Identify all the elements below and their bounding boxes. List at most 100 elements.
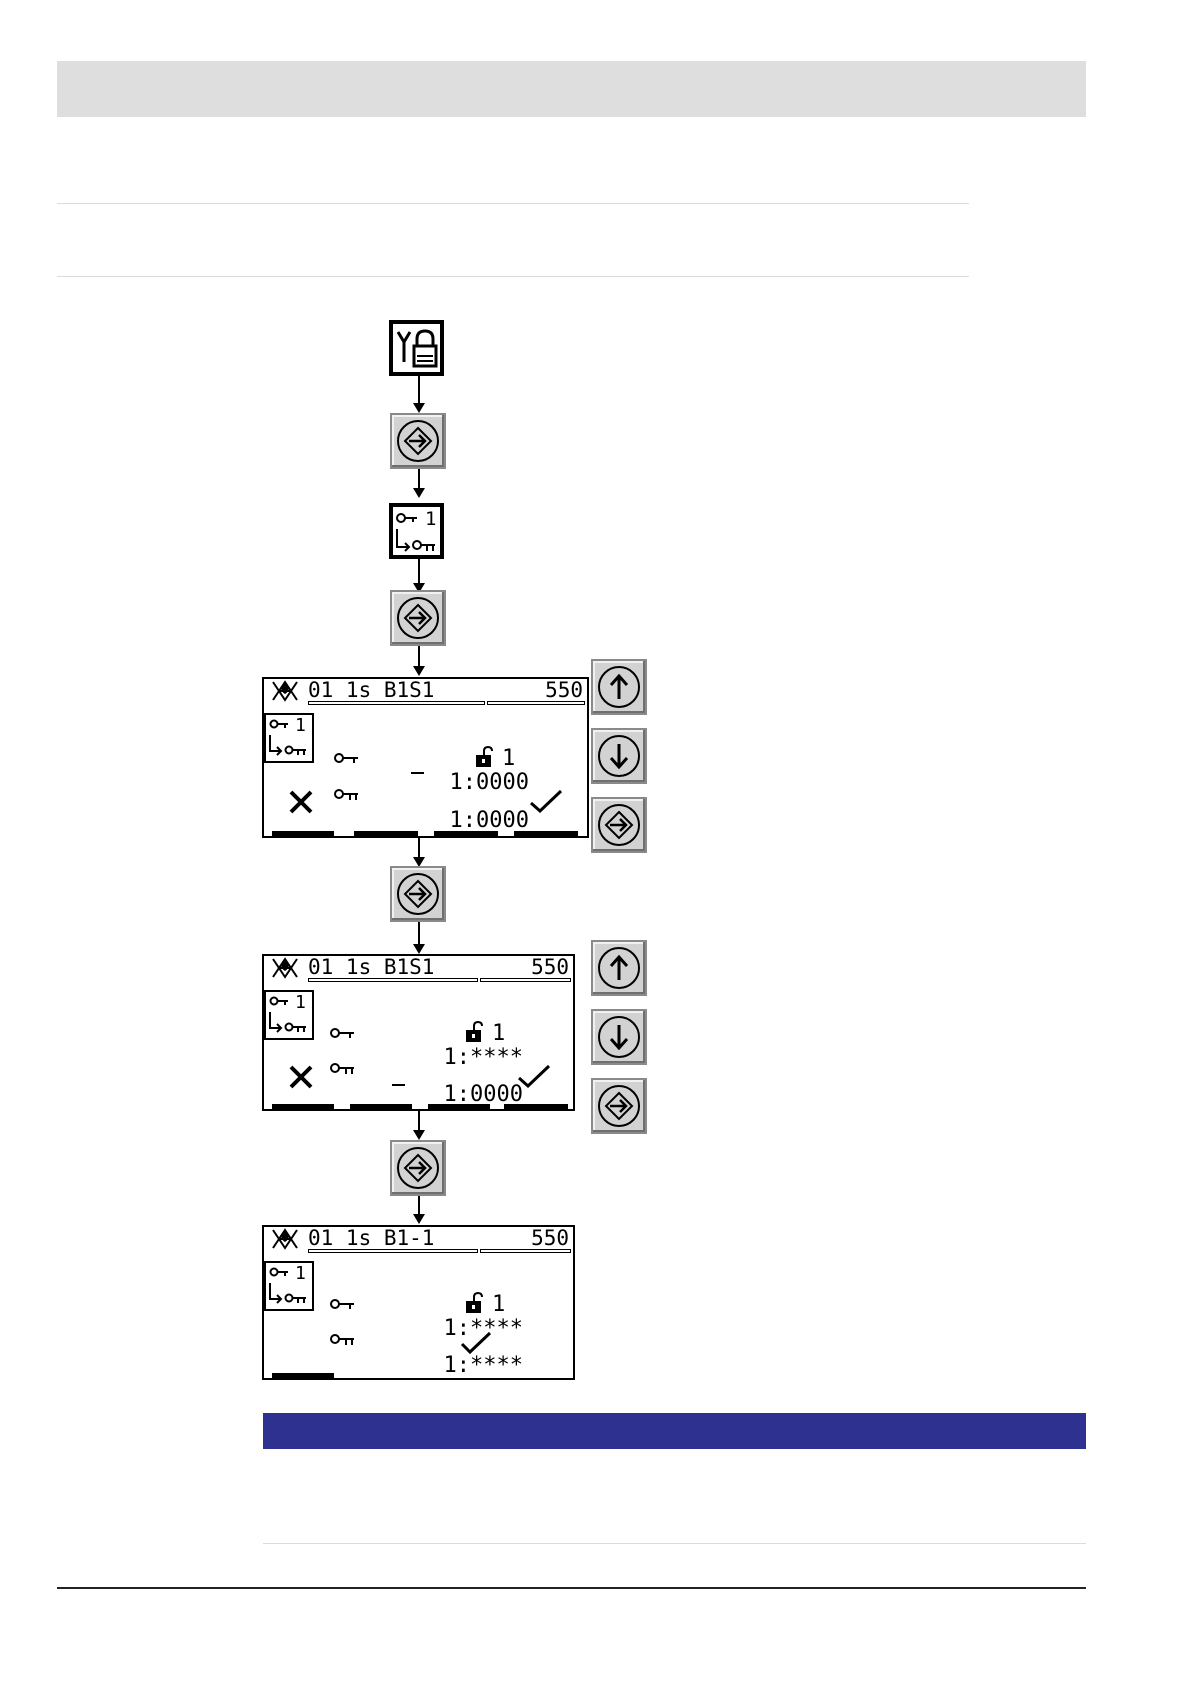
code-index: 1: (449, 808, 476, 833)
unlocked-padlock-icon (464, 1292, 486, 1314)
status-bar (480, 978, 571, 982)
down-arrow-icon (607, 742, 631, 770)
key-icon (334, 751, 360, 767)
new-password-line: 1:0000 (364, 1059, 523, 1131)
enter-button[interactable] (390, 866, 446, 922)
key-icon (330, 1026, 356, 1042)
connector (418, 1196, 420, 1216)
new-key-icon (330, 1334, 356, 1350)
cancel-icon[interactable] (288, 789, 314, 815)
enter-button[interactable] (591, 797, 647, 853)
connector-arrowhead (413, 403, 425, 413)
enter-key-circle (397, 597, 439, 639)
key-change-icon: 1 (266, 715, 312, 761)
key-icon (330, 1297, 356, 1313)
up-button[interactable] (591, 940, 647, 996)
enter-key-circle (598, 1085, 640, 1127)
lcd-title-right: 550 (545, 679, 583, 701)
up-arrow-icon (607, 673, 631, 701)
new-key-icon (334, 789, 360, 805)
enter-button[interactable] (591, 1078, 647, 1134)
down-key-circle (598, 1016, 640, 1058)
key-change-icon: 1 (266, 1263, 312, 1309)
cancel-icon[interactable] (288, 1064, 314, 1090)
connector (418, 376, 420, 406)
enter-key-circle (397, 420, 439, 462)
enter-button[interactable] (390, 1140, 446, 1196)
up-key-circle (598, 666, 640, 708)
enter-arrow-icon (604, 810, 634, 840)
enter-arrow-icon (403, 426, 433, 456)
enter-arrow-icon (403, 1153, 433, 1183)
new-password-input: **** (470, 1353, 523, 1378)
softkey-bar (272, 831, 334, 836)
lcd-title-right: 550 (531, 956, 569, 978)
down-key-circle (598, 735, 640, 777)
menu-icon-digit: 1 (425, 508, 436, 530)
key-change-icon-small: 1 (264, 1261, 314, 1311)
up-key-circle (598, 947, 640, 989)
lcd-screen-2: 01 1s B1S1 550 1 1:**** 1 (262, 954, 575, 1111)
enter-arrow-icon (604, 1091, 634, 1121)
lcd-title-left: 01 1s B1-1 (308, 1227, 434, 1249)
connector-arrowhead (413, 666, 425, 676)
softkey-bar (428, 1104, 490, 1109)
cursor-underline (411, 772, 424, 774)
softkey-bar (434, 831, 498, 836)
lcd-screen-3: 01 1s B1-1 550 1 1:**** 1 (262, 1225, 575, 1380)
key-change-icon: 1 (393, 507, 440, 555)
tool-lock-menu-icon[interactable] (389, 320, 444, 376)
lcd-title: 01 1s B1S1 550 (264, 956, 573, 978)
status-bar (308, 701, 485, 705)
softkey-bar (504, 1104, 568, 1109)
footer-rule (57, 1587, 1086, 1589)
flow-diagram: 1 01 1s B1S1 550 (0, 0, 1190, 1400)
lcd-title-left: 01 1s B1S1 (308, 679, 434, 701)
connector-arrowhead (413, 944, 425, 954)
status-bar (308, 978, 478, 982)
lcd-icon-digit: 1 (295, 715, 306, 736)
lcd-title-left: 01 1s B1S1 (308, 956, 434, 978)
code-index: 1: (443, 1353, 470, 1378)
down-arrow-icon (607, 1023, 631, 1051)
softkey-bar (350, 1104, 412, 1109)
new-key-icon (330, 1063, 356, 1079)
lcd-title-right: 550 (531, 1227, 569, 1249)
lcd-title: 01 1s B1-1 550 (264, 1227, 573, 1249)
new-password-input[interactable]: 0000 (476, 808, 529, 833)
connector (418, 469, 420, 490)
connector-arrowhead (413, 488, 425, 498)
connector-arrowhead (413, 1214, 425, 1224)
key-change-menu-icon[interactable]: 1 (389, 503, 444, 559)
enter-button[interactable] (390, 413, 446, 469)
confirm-icon[interactable] (517, 1064, 551, 1088)
confirm-icon[interactable] (529, 789, 563, 813)
connector (418, 646, 420, 668)
unlocked-padlock-icon (474, 746, 496, 768)
status-bar (480, 1249, 571, 1253)
key-change-icon-small: 1 (264, 990, 314, 1040)
enter-key-circle (598, 804, 640, 846)
lcd-title: 01 1s B1S1 550 (264, 679, 587, 701)
down-button[interactable] (591, 1009, 647, 1065)
up-button[interactable] (591, 659, 647, 715)
access-level: 1 (492, 1022, 505, 1046)
softkey-bar (272, 1104, 334, 1109)
key-change-icon-small: 1 (264, 713, 314, 763)
connector-arrowhead (413, 1130, 425, 1140)
softkey-bar (354, 831, 418, 836)
enter-arrow-icon (403, 603, 433, 633)
note-rule (263, 1543, 1086, 1544)
lcd-icon-digit: 1 (295, 1263, 306, 1284)
unlocked-padlock-icon (464, 1021, 486, 1043)
note-banner (263, 1413, 1086, 1449)
enter-arrow-icon (403, 879, 433, 909)
down-button[interactable] (591, 728, 647, 784)
lcd-icon-digit: 1 (295, 992, 306, 1013)
enter-button[interactable] (390, 590, 446, 646)
new-password-line: 1:**** (364, 1330, 523, 1402)
access-level: 1 (492, 1293, 505, 1317)
up-arrow-icon (607, 954, 631, 982)
connector (418, 922, 420, 946)
cursor-underline (392, 1084, 405, 1086)
